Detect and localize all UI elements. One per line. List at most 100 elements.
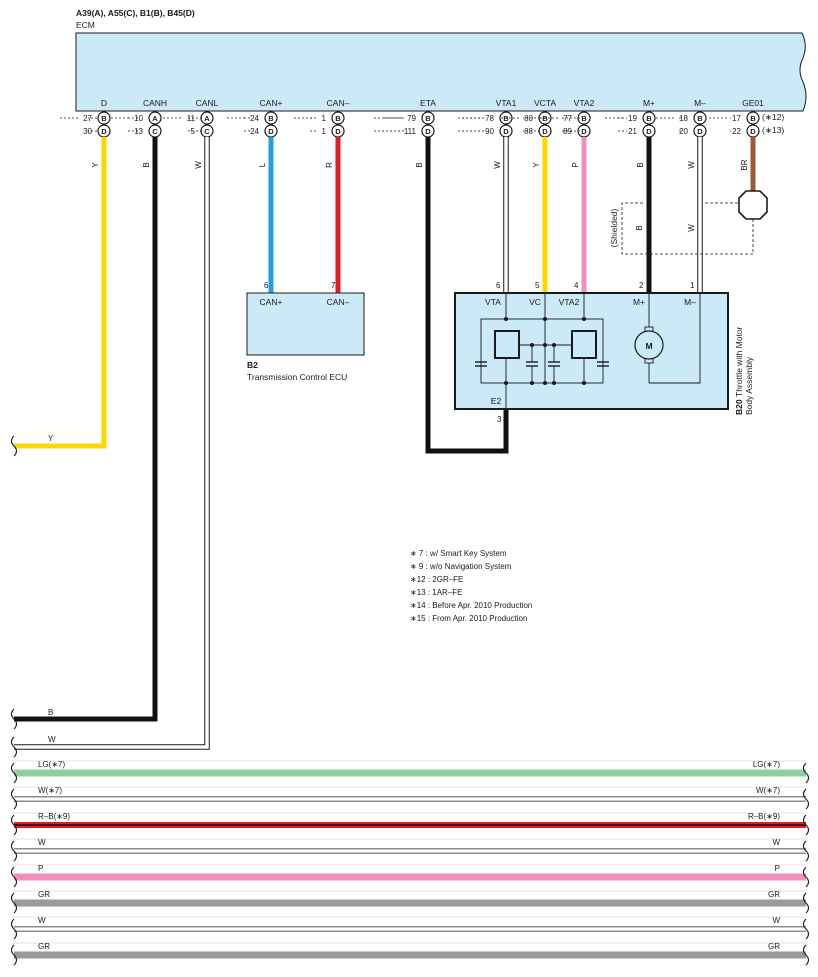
bus-label-right: W(∗7) bbox=[756, 786, 780, 795]
note-item: ∗ 9 : w/o Navigation System bbox=[410, 562, 512, 571]
break-left-icon bbox=[10, 736, 18, 758]
ecm-connector-code: B bbox=[335, 114, 341, 123]
ecm-terminal-name: D bbox=[101, 98, 107, 108]
tcu-name: Transmission Control ECU bbox=[247, 372, 347, 382]
shield-ground: (Shielded) bbox=[609, 190, 768, 255]
connector-circle-icon bbox=[264, 111, 278, 125]
wire-color-label: R bbox=[325, 162, 334, 168]
ecm-terminal-name: CAN+ bbox=[260, 98, 283, 108]
tcu-label-canm: CAN– bbox=[327, 297, 350, 307]
break-right-icon bbox=[802, 918, 810, 940]
break-left-icon bbox=[10, 708, 18, 730]
bus-label-left: W bbox=[38, 838, 46, 847]
throttle-pin-mm: 1 bbox=[690, 281, 695, 290]
bus-label-right: W bbox=[772, 838, 780, 847]
break-right-icon bbox=[802, 762, 810, 784]
tcu-label-canp: CAN+ bbox=[260, 297, 283, 307]
ecm-pin-number: 30 bbox=[83, 127, 92, 136]
ecm-connector-codes: A39(A), A55(C), B1(B), B45(D) bbox=[76, 8, 195, 18]
break-left-icon bbox=[10, 435, 18, 457]
break-left-icon bbox=[10, 788, 18, 810]
wire-color-label: B bbox=[635, 225, 644, 230]
tcu-pin-canp: 6 bbox=[264, 281, 269, 290]
bus-label-right: LG(∗7) bbox=[753, 760, 780, 769]
ecm-pin-number: 17 bbox=[732, 114, 741, 123]
connector-circle-icon bbox=[148, 111, 162, 125]
note-item: ∗ 7 : w/ Smart Key System bbox=[410, 549, 507, 558]
ecm-connector-code: B bbox=[425, 114, 431, 123]
ecm-pin-number: 89 bbox=[563, 127, 572, 136]
ecm-connector-code: B bbox=[697, 114, 703, 123]
tcu-id: B2 bbox=[247, 360, 258, 370]
ecm-pin-number: 22 bbox=[732, 127, 741, 136]
ecm-terminal-name: CANH bbox=[143, 98, 167, 108]
throttle-pin-vta: 6 bbox=[496, 281, 501, 290]
ecm-terminal-name: VCTA bbox=[534, 98, 556, 108]
ecm-connector-code: B bbox=[750, 114, 756, 123]
connector-circle-icon bbox=[693, 111, 707, 125]
throttle-component: 6 5 4 2 1 3 VTA VC VTA2 M+ M– E2 bbox=[454, 281, 754, 424]
throttle-label-e2: E2 bbox=[491, 396, 502, 406]
connector-circle-icon bbox=[421, 111, 435, 125]
note-item: ∗13 : 1AR–FE bbox=[410, 588, 463, 597]
break-left-icon bbox=[10, 814, 18, 836]
throttle-pin-mp: 2 bbox=[639, 281, 644, 290]
ecm-connector-code: D bbox=[503, 127, 509, 136]
wire-color-label: B bbox=[142, 162, 151, 167]
throttle-pin-vc: 5 bbox=[535, 281, 540, 290]
ecm-pin-number: 79 bbox=[407, 114, 416, 123]
wire-color-label: W bbox=[687, 161, 696, 169]
break-left-icon bbox=[10, 892, 18, 914]
wire-canl-white bbox=[14, 137, 210, 750]
note-item: ∗12 : 2GR–FE bbox=[410, 575, 463, 584]
ecm-terminal-name: GE01 bbox=[742, 98, 764, 108]
ecm-connector-code: B bbox=[542, 114, 548, 123]
ecm-terminal-name: M– bbox=[694, 98, 706, 108]
connector-circle-icon bbox=[746, 111, 760, 125]
ecm-connector-code: D bbox=[697, 127, 703, 136]
throttle-label-vta: VTA bbox=[485, 297, 501, 307]
throttle-name-line2: Body Assembly bbox=[744, 356, 754, 415]
ecm-name: ECM bbox=[76, 20, 95, 30]
wire-color-label: W bbox=[493, 161, 502, 169]
ecm-terminal-name: VTA1 bbox=[496, 98, 517, 108]
break-right-icon bbox=[802, 892, 810, 914]
ecm-pin-number: 24 bbox=[250, 114, 259, 123]
break-left-icon bbox=[10, 866, 18, 888]
break-left-icon bbox=[10, 840, 18, 862]
ecm-connector-code: D bbox=[425, 127, 431, 136]
notes-list: ∗ 7 : w/ Smart Key System ∗ 9 : w/o Navig… bbox=[410, 549, 532, 623]
wire-color-label: Y bbox=[91, 162, 100, 168]
ecm-terminal-name: VTA2 bbox=[574, 98, 595, 108]
bus-label-right: R–B(∗9) bbox=[748, 812, 780, 821]
left-wire-label-b: B bbox=[48, 708, 53, 717]
ecm-pin-number: 88 bbox=[524, 127, 533, 136]
wire-color-label: B bbox=[415, 162, 424, 167]
throttle-id: B20 bbox=[734, 399, 744, 415]
tcu-pin-canm: 7 bbox=[331, 281, 336, 290]
ecm-terminal-name: CAN– bbox=[327, 98, 350, 108]
shield-dashed-line bbox=[621, 202, 754, 255]
ecm-connector-code: D bbox=[581, 127, 587, 136]
bus-label-right: P bbox=[775, 864, 780, 873]
ecm-connector-code: B bbox=[646, 114, 652, 123]
ecm-connector-code: D bbox=[101, 127, 107, 136]
wire-color-label: P bbox=[571, 162, 580, 167]
bus-label-left: P bbox=[38, 864, 43, 873]
tcu-component: 6 7 CAN+ CAN– B2 Transmission Control EC… bbox=[246, 281, 365, 382]
ecm-connector-code: B bbox=[581, 114, 587, 123]
throttle-pin-vta2: 4 bbox=[574, 281, 579, 290]
ecm-pin-number: 24 bbox=[250, 127, 259, 136]
ecm-connector-code: D bbox=[542, 127, 548, 136]
ecm-terminal-name: M+ bbox=[643, 98, 655, 108]
circuit-junction-dots bbox=[504, 317, 586, 385]
bus-wire: R–B(∗9) R–B(∗9) bbox=[12, 812, 806, 828]
ecm-box bbox=[75, 32, 807, 112]
bus-label-left: R–B(∗9) bbox=[38, 812, 70, 821]
connector-circle-icon bbox=[331, 111, 345, 125]
